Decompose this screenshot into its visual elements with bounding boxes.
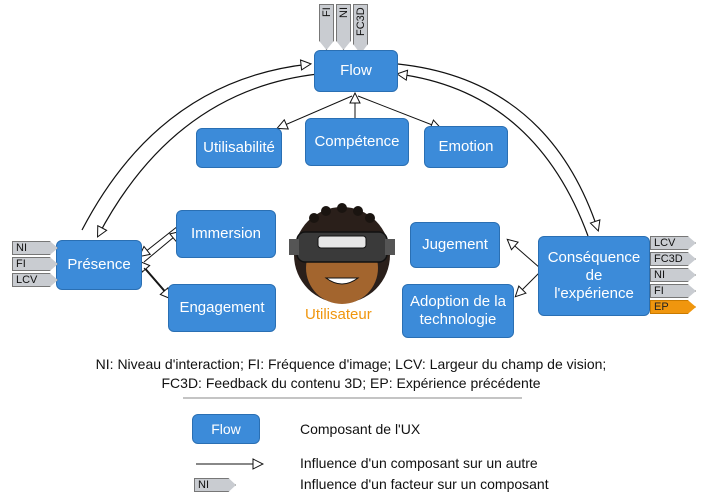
flow-tag-ni: NI (336, 4, 351, 50)
flow-tag-fc3d: FC3D (353, 4, 368, 54)
vr-user-icon (289, 203, 395, 304)
caption-line-2: FC3D: Feedback du contenu 3D; EP: Expéri… (161, 375, 541, 391)
engagement-box: Engagement (168, 284, 276, 332)
legend-tag-sample: NI (194, 478, 236, 492)
presence-tag-fi: FI (12, 257, 58, 271)
emotion-box: Emotion (424, 126, 508, 168)
flow-tag-fi-label: FI (321, 7, 333, 17)
consequence-tag-fi: FI (650, 284, 696, 298)
caption-line-1: NI: Niveau d'interaction; FI: Fréquence … (95, 356, 607, 372)
flow-box: Flow (314, 50, 398, 92)
consequence-tag-fc3d: FC3D (650, 252, 696, 266)
arrow-consequence-adoption (516, 271, 541, 296)
arc-flow-to-consequence (397, 63, 598, 230)
arrow-flow-utilisabilite (278, 95, 353, 128)
flow-tag-ni-label: NI (338, 7, 350, 18)
arrow-engagement-presence (140, 262, 167, 293)
user-label: Utilisateur (305, 306, 372, 323)
consequence-tag-lcv: LCV (650, 236, 696, 250)
flow-tag-fc3d-label: FC3D (355, 7, 367, 36)
jugement-box: Jugement (410, 222, 500, 268)
arc-flow-to-presence (98, 73, 319, 236)
consequence-box: Conséquence de l'expérience (538, 236, 650, 316)
consequence-tag-ep: EP (650, 300, 696, 314)
presence-tag-ni: NI (12, 241, 58, 255)
arrow-presence-immersion (143, 232, 180, 263)
arc-presence-to-flow (81, 64, 310, 231)
legend-box-sample: Flow (192, 414, 260, 444)
arrow-consequence-jugement (508, 240, 541, 269)
flow-tag-fi: FI (319, 4, 334, 50)
presence-tag-lcv: LCV (12, 273, 58, 287)
adoption-box: Adoption de la technologie (402, 284, 514, 338)
presence-box: Présence (56, 240, 142, 290)
legend-tag-desc: Influence d'un facteur sur un composant (300, 476, 549, 492)
legend-box-desc: Composant de l'UX (300, 421, 421, 437)
arrow-immersion-presence (140, 225, 179, 256)
arrow-presence-engagement (143, 267, 170, 298)
consequence-tag-ni: NI (650, 268, 696, 282)
immersion-box: Immersion (176, 210, 276, 258)
legend-arrow-desc: Influence d'un composant sur un autre (300, 455, 538, 471)
arc-consequence-to-flow (398, 74, 589, 237)
arrow-flow-emotion (357, 95, 440, 128)
utilisabilite-box: Utilisabilité (196, 128, 282, 168)
competence-box: Compétence (305, 118, 409, 166)
